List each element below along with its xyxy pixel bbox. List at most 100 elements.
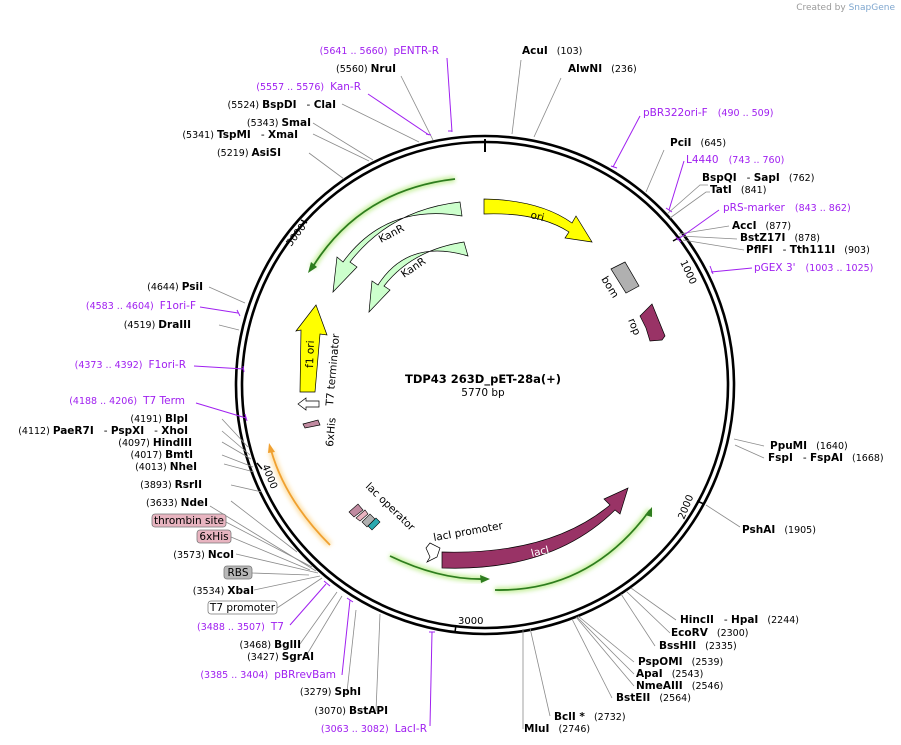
enzyme-label: (4191) BlpI: [130, 413, 188, 425]
boxed-label: RBS: [223, 565, 310, 580]
enzyme-label: (3070) BstAPI: [314, 705, 388, 717]
enzyme-label: AcuI (103): [522, 45, 582, 57]
snapgene-credit: Created by SnapGene: [796, 3, 895, 13]
primer-label: (5641 .. 5660) pENTR-R: [320, 45, 439, 57]
enzyme-label: (4013) NheI: [135, 461, 197, 473]
enzyme-label: (4112) PaeR7I - PspXI - XhoI: [18, 425, 188, 437]
primer-label: (3488 .. 3507) T7: [197, 621, 284, 633]
primer-label: (3063 .. 3082) LacI-R: [321, 723, 427, 735]
enzyme-label: MluI (2746): [524, 723, 590, 735]
svg-text:RBS: RBS: [228, 567, 249, 579]
snapgene-logo: SnapGene: [848, 3, 895, 13]
enzyme-labels: AcuI (103) AlwNI (236) PciI (645) BspQI - S…: [18, 45, 883, 735]
enzyme-label: ApaI (2543): [636, 668, 703, 680]
feature-6xhis-label: 6xHis: [324, 417, 338, 447]
enzyme-label: EcoRV (2300): [671, 627, 748, 639]
enzyme-label: (4017) BmtI: [131, 449, 193, 461]
feature-f1ori[interactable]: f1 ori: [295, 304, 328, 393]
enzyme-label: BstZ17I (878): [740, 232, 820, 244]
primer-label: pGEX 3' (1003 .. 1025): [754, 262, 873, 274]
primer-label: (4188 .. 4206) T7 Term: [69, 395, 185, 407]
enzyme-label: (5343) SmaI: [247, 117, 311, 129]
enzyme-label: PflFI - Tth111I (903): [746, 244, 870, 256]
enzyme-label: HincII - HpaI (2244): [680, 614, 799, 626]
enzyme-label: (3534) XbaI: [193, 585, 254, 597]
enzyme-label: (3633) NdeI: [146, 497, 208, 509]
tick-mark-2000: [696, 500, 705, 505]
feature-ori-label: ori: [529, 209, 545, 224]
feature-laci[interactable]: lacI: [441, 487, 629, 569]
tick-2000: 2000: [677, 493, 697, 521]
plasmid-length: 5770 bp: [461, 387, 505, 399]
backbone: [234, 134, 736, 636]
enzyme-label: TatI (841): [710, 184, 766, 196]
svg-text:6xHis: 6xHis: [199, 531, 228, 543]
enzyme-label: PspOMI (2539): [638, 656, 723, 668]
primer-label: (5557 .. 5576) Kan-R: [256, 81, 361, 93]
backbone-outer: [234, 134, 736, 636]
orf-arrow-left: [268, 443, 333, 548]
plasmid-name: TDP43 263D_pET-28a(+): [405, 372, 561, 387]
enzyme-label: BstEII (2564): [616, 692, 691, 704]
feature-rop-label: rop: [625, 317, 643, 338]
orf-arrow-topleft: [308, 176, 456, 273]
enzyme-label: NmeAIII (2546): [636, 680, 723, 692]
enzyme-leaders: [208, 59, 765, 729]
enzyme-label: (3279) SphI: [300, 686, 361, 698]
enzyme-label: FspI - FspAI (1668): [768, 452, 884, 464]
feature-t7-terminator-label: T7 terminator: [324, 333, 342, 408]
enzyme-label: (5560) NruI: [336, 63, 396, 75]
enzyme-label: BclI * (2732): [554, 711, 626, 723]
tick-mark-1000: [672, 236, 681, 242]
tick-3000: 3000: [458, 616, 483, 627]
feature-6xhis[interactable]: 6xHis: [302, 417, 339, 447]
primer-labels: (5641 .. 5660) pENTR-R (5557 .. 5576) Kan…: [69, 45, 873, 735]
feature-rop[interactable]: rop: [625, 303, 666, 342]
enzyme-label: (3468) BglII: [239, 639, 301, 651]
primer-label: (3385 .. 3404) pBRrevBam: [200, 669, 336, 681]
enzyme-label: (5219) AsiSI: [217, 147, 281, 159]
feature-kanr-inner[interactable]: KanR: [368, 241, 469, 313]
enzyme-label: (5524) BspDI - ClaI: [228, 99, 336, 111]
enzyme-label: (3573) NcoI: [173, 549, 234, 561]
svg-text:T7 promoter: T7 promoter: [209, 602, 276, 614]
tick-5000: 5000: [285, 222, 309, 249]
enzyme-label: (3893) RsrII: [140, 479, 202, 491]
primer-label: (4373 .. 4392) F1ori-R: [75, 359, 186, 371]
enzyme-label: PshAI (1905): [742, 524, 816, 536]
feature-kanr-outer-label: KanR: [377, 222, 407, 245]
feature-laci-label: lacI: [530, 544, 551, 560]
primer-label: L4440 (743 .. 760): [686, 154, 784, 166]
primer-label: (4583 .. 4604) F1ori-F: [86, 300, 196, 312]
enzyme-label: AccI (877): [732, 220, 791, 232]
lac-operator-region[interactable]: lac operator: [348, 481, 418, 534]
enzyme-label: (4097) HindIII: [118, 437, 192, 449]
credit-prefix: Created by: [796, 3, 846, 13]
feature-ori[interactable]: ori: [483, 198, 593, 243]
enzyme-label: BspQI - SapI (762): [702, 172, 814, 184]
enzyme-label: BssHII (2335): [659, 640, 737, 652]
primer-leaders: [193, 57, 753, 727]
tick-mark-3000: [454, 624, 457, 633]
boxed-label: T7 promoter: [207, 577, 323, 615]
enzyme-label: (4519) DraIII: [124, 319, 191, 331]
feature-bom[interactable]: bom: [598, 261, 640, 300]
feature-laci-promoter-label: lacI promoter: [432, 520, 504, 544]
enzyme-label: PciI (645): [670, 137, 726, 149]
tick-mark-4000: [256, 462, 263, 470]
enzyme-label: (3427) SgrAI: [247, 651, 314, 663]
enzyme-label: (5341) TspMI - XmaI: [182, 129, 298, 141]
boxed-label: thrombin site: [151, 513, 313, 568]
enzyme-label: AlwNI (236): [568, 63, 637, 75]
svg-text:thrombin site: thrombin site: [154, 515, 224, 527]
primer-label: pRS-marker (843 .. 862): [723, 202, 851, 214]
primer-label: pBR322ori-F (490 .. 509): [643, 107, 773, 119]
enzyme-label: (4644) PsiI: [147, 281, 203, 293]
feature-f1ori-label: f1 ori: [304, 340, 317, 368]
boxed-label: 6xHis: [196, 529, 311, 571]
enzyme-label: PpuMI (1640): [770, 440, 848, 452]
orf-arrow-bottom: [388, 507, 653, 594]
tick-mark-5000: [300, 219, 308, 224]
